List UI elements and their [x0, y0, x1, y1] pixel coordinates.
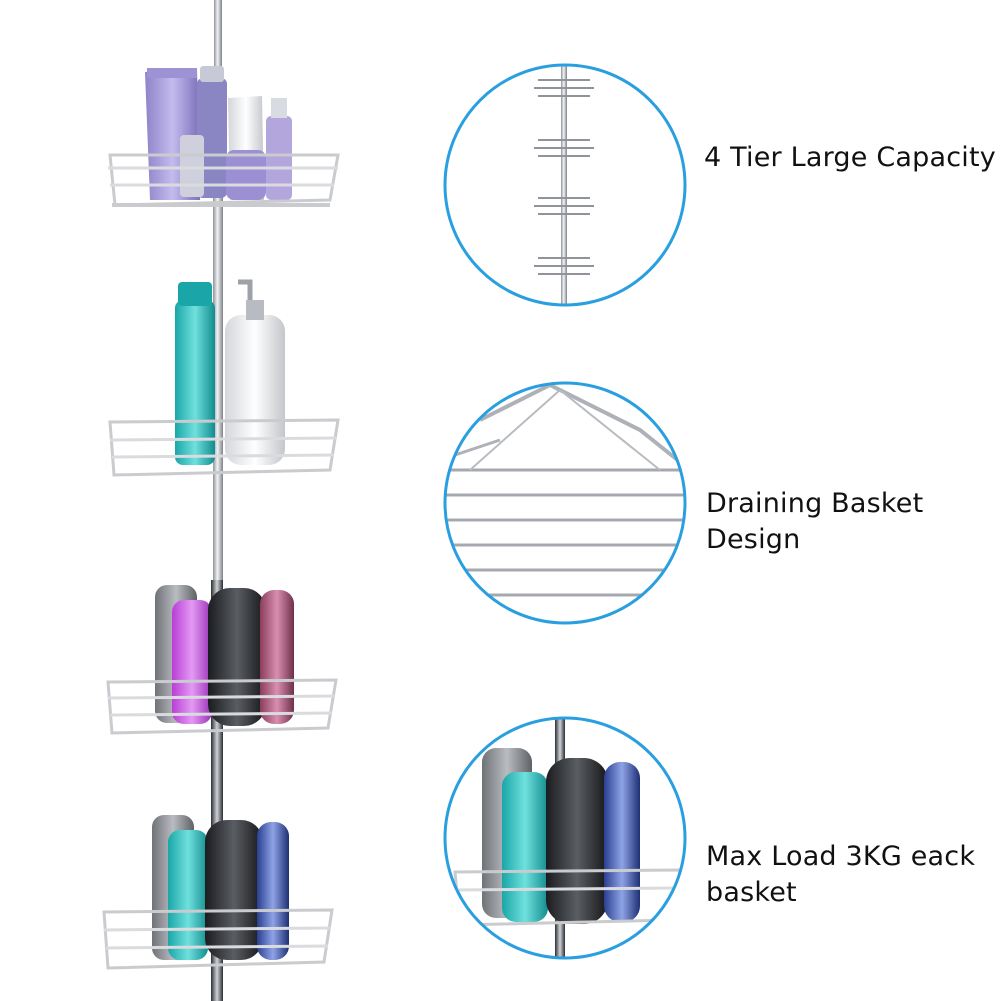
- feature-capacity: 4 Tier Large Capacity: [704, 140, 996, 176]
- detail-circle-tiers: [443, 63, 687, 307]
- detail-circle-ring: [443, 716, 687, 960]
- detail-circle-load: [443, 716, 687, 960]
- detail-circle-ring: [443, 63, 687, 307]
- feature-draining: Draining Basket Design: [706, 486, 923, 558]
- feature-capacity-line-1: 4 Tier Large Capacity: [704, 142, 996, 173]
- tier-4-basket: [102, 908, 334, 970]
- feature-draining-line-2: Design: [706, 524, 801, 555]
- tier-1-products: [145, 66, 292, 200]
- feature-draining-line-1: Draining Basket: [706, 488, 924, 519]
- tier-3-basket: [106, 678, 338, 735]
- tier-4-products: [152, 815, 289, 960]
- tier-3-products: [155, 585, 294, 726]
- feature-max-load-line-2: basket: [706, 877, 797, 908]
- tier-1-basket: [108, 153, 340, 207]
- feature-max-load: Max Load 3KG eack basket: [706, 839, 975, 911]
- feature-max-load-line-1: Max Load 3KG eack: [706, 841, 976, 872]
- detail-circle-basket: [443, 381, 687, 625]
- tier-2-basket: [108, 418, 340, 477]
- detail-circle-ring: [443, 381, 687, 625]
- tier-2-products: [175, 279, 285, 465]
